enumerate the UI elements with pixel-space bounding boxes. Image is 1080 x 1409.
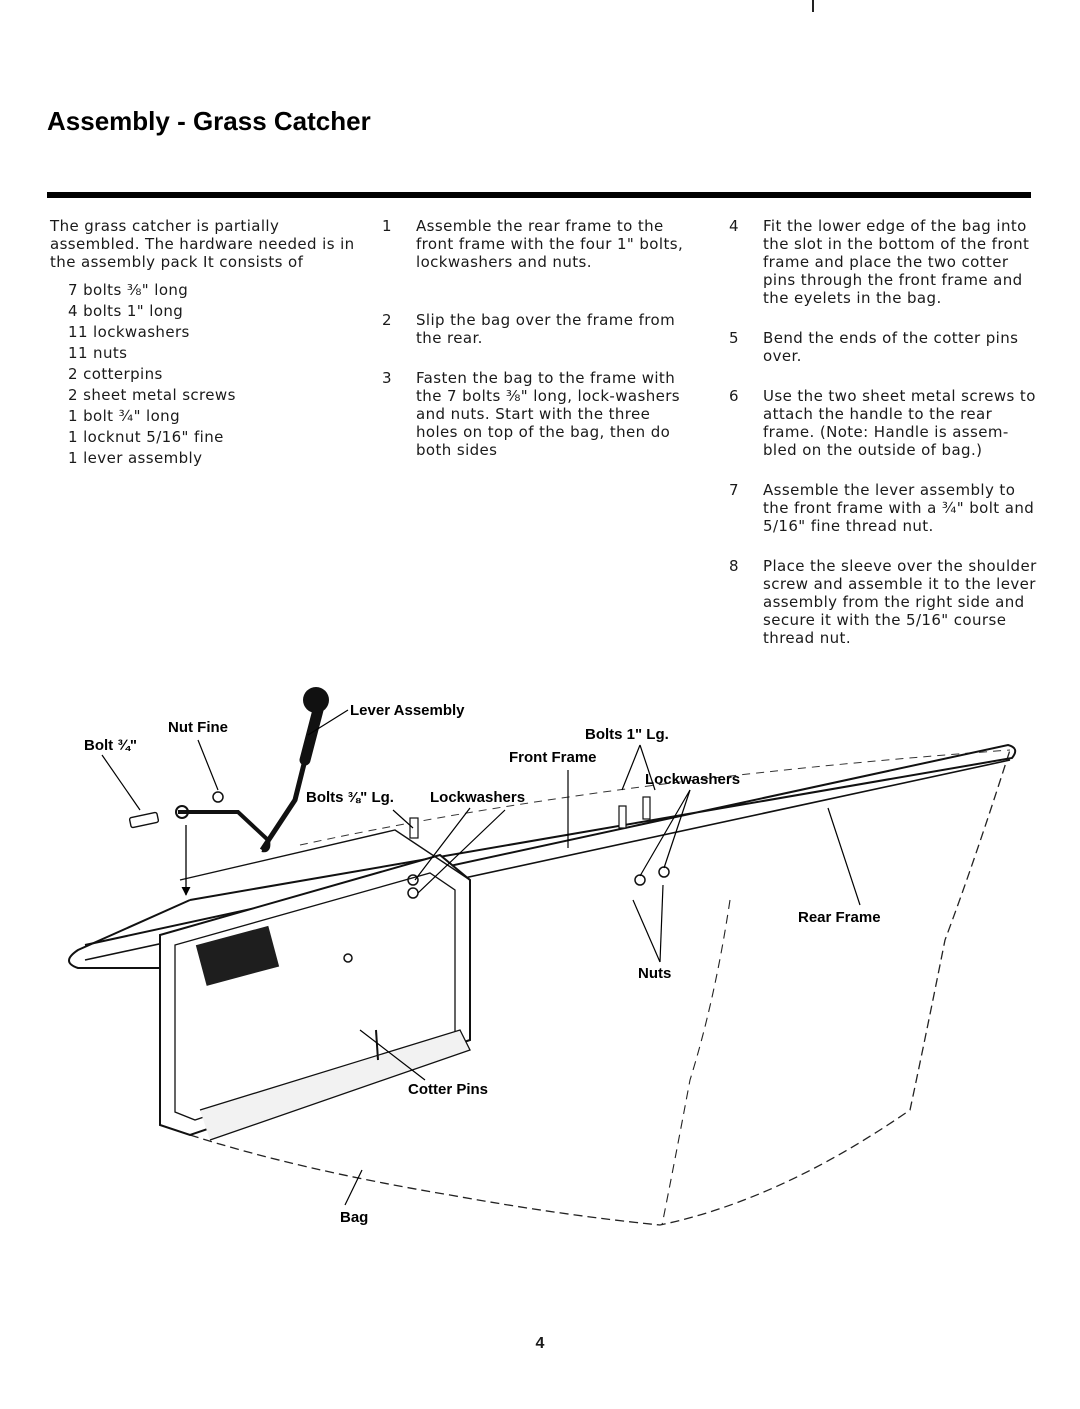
parts-list-item: 11 lockwashers (68, 323, 190, 341)
steps-column-left: 1 Assemble the rear frame to the front f… (382, 217, 694, 481)
lever-arm (259, 759, 308, 852)
step-number: 6 (729, 387, 739, 405)
nut (658, 866, 670, 878)
leader-nut-fine (197, 739, 219, 791)
parts-list-item: 4 bolts 1" long (68, 302, 184, 320)
leader-nuts (632, 899, 661, 963)
leader-bolts-1 (621, 744, 641, 791)
step-4: 4 Fit the lower edge of the bag into the… (729, 217, 1037, 307)
leader-cotter-pins (359, 1029, 426, 1081)
rear-frame-rail-upper (84, 743, 1017, 946)
nut-fine (212, 791, 224, 803)
intro-text: The grass catcher is partially assembled… (50, 217, 355, 271)
step-text: Place the sleeve over the shoulder screw… (763, 557, 1037, 647)
label-nut-fine: Nut Fine (168, 719, 228, 736)
leader-bolts-38 (392, 809, 414, 829)
bolt-1-b (642, 796, 651, 820)
bag-side-seam (661, 899, 731, 1226)
leader-bolts-1 (639, 744, 656, 791)
label-nuts: Nuts (638, 965, 671, 982)
label-bolt-34: Bolt ¾" (84, 737, 137, 754)
parts-list-item: 1 locknut 5/16" fine (68, 428, 224, 446)
lever-pivot (175, 805, 189, 819)
leader-lockwashers-mid (417, 809, 506, 894)
step-number: 1 (382, 217, 392, 235)
page-edge-mark (812, 0, 814, 12)
label-lockwashers-right: Lockwashers (645, 771, 740, 788)
bolt-34 (128, 811, 160, 829)
parts-list-item: 1 bolt ¾" long (68, 407, 181, 425)
step-number: 3 (382, 369, 392, 387)
label-cotter-pins: Cotter Pins (408, 1081, 488, 1098)
intro-column: The grass catcher is partially assembled… (50, 217, 360, 470)
leader-lockwashers-right (663, 789, 691, 869)
steps-column-right: 4 Fit the lower edge of the bag into the… (729, 217, 1037, 669)
step-number: 4 (729, 217, 739, 235)
step-number: 2 (382, 311, 392, 329)
step-3: 3 Fasten the bag to the frame with the 7… (382, 369, 694, 459)
label-bolts-38: Bolts ⅜" Lg. (306, 789, 394, 806)
step-2: 2 Slip the bag over the frame from the r… (382, 311, 694, 347)
step-7: 7 Assemble the lever assembly to the fro… (729, 481, 1037, 535)
page-title: Assembly - Grass Catcher (47, 106, 371, 136)
leader-nuts (659, 884, 664, 963)
lever-handle (178, 810, 271, 853)
parts-list-item: 2 cotterpins (68, 365, 163, 383)
front-frame-top (179, 829, 471, 881)
label-lockwashers-mid: Lockwashers (430, 789, 525, 806)
bag-top-edge (299, 749, 1011, 846)
step-number: 8 (729, 557, 739, 575)
parts-list-item: 11 nuts (68, 344, 128, 362)
step-5: 5 Bend the ends of the cotter pins over. (729, 329, 1037, 365)
leader-bag (344, 1169, 363, 1206)
step-text: Fit the lower edge of the bag into the s… (763, 217, 1030, 307)
step-text: Use the two sheet metal screws to attach… (763, 387, 1036, 459)
nut (634, 874, 646, 886)
cotter-pin (375, 1029, 379, 1061)
leader-lockwashers-mid (414, 807, 471, 881)
parts-list: 7 bolts ⅜" long 4 bolts 1" long 11 lockw… (50, 281, 360, 467)
leader-rear-frame (827, 807, 861, 906)
step-8: 8 Place the sleeve over the shoulder scr… (729, 557, 1037, 647)
lever-grip (299, 704, 324, 766)
label-bolts-1: Bolts 1" Lg. (585, 726, 669, 743)
bolt-1-a (618, 805, 627, 829)
step-1: 1 Assemble the rear frame to the front f… (382, 217, 694, 271)
label-rear-frame: Rear Frame (798, 909, 881, 926)
parts-list-item: 2 sheet metal screws (68, 386, 236, 404)
bolt-38 (409, 817, 419, 839)
leader-lever (307, 709, 349, 736)
shaded-panel (195, 925, 280, 986)
step-number: 5 (729, 329, 739, 347)
parts-list-item: 7 bolts ⅜" long (68, 281, 189, 299)
label-bag: Bag (340, 1209, 368, 1226)
bag-outline (189, 749, 1011, 1226)
rear-frame-hoop (68, 899, 191, 969)
step-text: Assemble the rear frame to the front fra… (416, 217, 684, 271)
lever-knob (303, 687, 329, 713)
step-number: 7 (729, 481, 739, 499)
label-lever-assembly: Lever Assembly (350, 702, 465, 719)
lockwasher (407, 874, 419, 886)
leader-bolt-34 (101, 754, 141, 811)
page-number: 4 (535, 1335, 545, 1352)
parts-list-item: 1 lever assembly (68, 449, 203, 467)
step-text: Fasten the bag to the frame with the 7 b… (416, 369, 681, 459)
step-text: Slip the bag over the frame from the rea… (416, 311, 676, 347)
label-front-frame: Front Frame (509, 749, 597, 766)
step-text: Bend the ends of the cotter pins over. (763, 329, 1019, 365)
leader-lockwashers-right (639, 789, 691, 877)
screw (343, 953, 353, 963)
step-6: 6 Use the two sheet metal screws to atta… (729, 387, 1037, 459)
title-rule (47, 192, 1031, 198)
front-frame-bottom-lip (199, 1029, 471, 1141)
step-text: Assemble the lever assembly to the front… (763, 481, 1035, 535)
